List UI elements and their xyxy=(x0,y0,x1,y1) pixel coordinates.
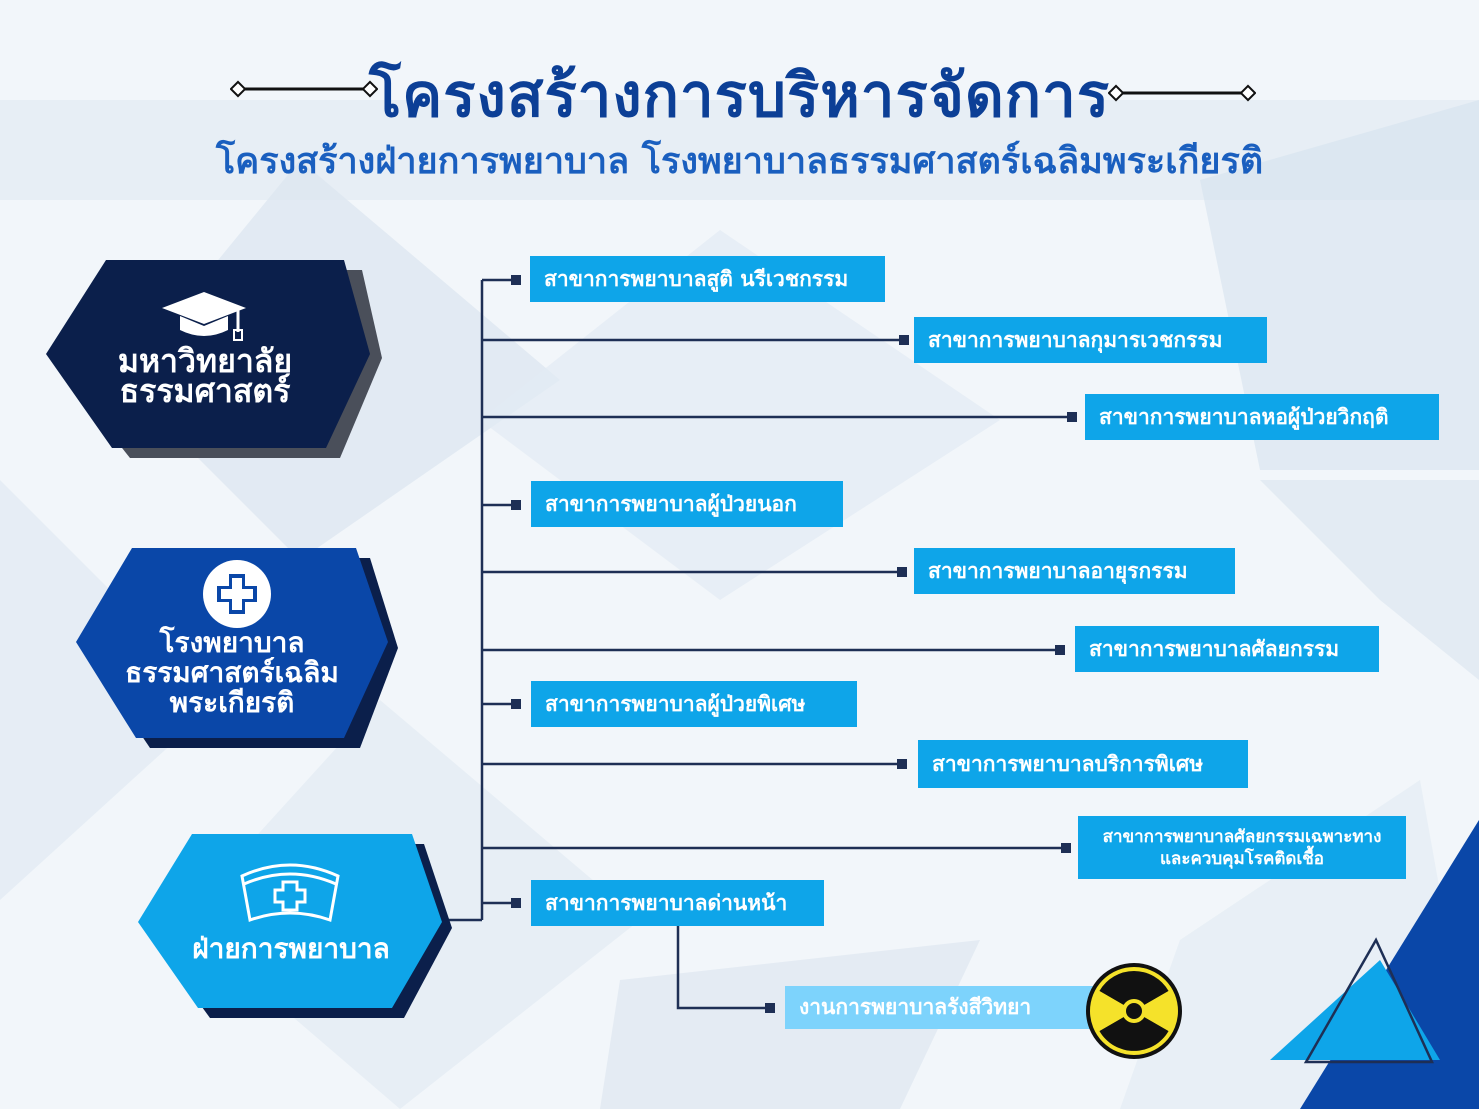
dept-specialized-surgery-line2: และควบคุมโรคติดเชื้อ xyxy=(1159,848,1325,869)
university-label-line2: ธรรมศาสตร์ xyxy=(119,372,291,410)
hospital-hexagon xyxy=(76,548,398,748)
dept-obstetrics-gynecology: สาขาการพยาบาลสูติ นรีเวชกรรม xyxy=(530,256,885,302)
hospital-label-line2: ธรรมศาสตร์เฉลิม xyxy=(125,656,339,689)
dept-specialized-surgery-line1: สาขาการพยาบาลศัลยกรรมเฉพาะทาง xyxy=(1102,826,1382,847)
hospital-label-line1: โรงพยาบาล xyxy=(159,626,305,659)
graduation-cap-icon xyxy=(162,292,246,341)
university-label: มหาวิทยาลัย ธรรมศาสตร์ xyxy=(90,342,320,410)
medical-cross-icon xyxy=(203,560,271,628)
nurse-cap-icon xyxy=(240,863,340,922)
dept-surgery: สาขาการพยาบาลศัลยกรรม xyxy=(1075,626,1379,672)
hospital-label: โรงพยาบาล ธรรมศาสตร์เฉลิม พระเกียรติ xyxy=(104,628,360,718)
left-ornament xyxy=(230,80,378,98)
page-subtitle: โครงสร้างฝ่ายการพยาบาล โรงพยาบาลธรรมศาสต… xyxy=(215,141,1264,182)
right-ornament xyxy=(1108,84,1256,102)
dept-critical-care: สาขาการพยาบาลหอผู้ป่วยวิกฤติ xyxy=(1085,394,1439,440)
page-title: โครงสร้างการบริหารจัดการ xyxy=(368,61,1111,131)
dept-pediatrics: สาขาการพยาบาลกุมารเวชกรรม xyxy=(914,317,1267,363)
dept-internal-medicine: สาขาการพยาบาลอายุรกรรม xyxy=(914,548,1235,594)
dept-specialized-surgery-infection-control: สาขาการพยาบาลศัลยกรรมเฉพาะทาง และควบคุมโ… xyxy=(1078,816,1406,879)
university-hexagon xyxy=(46,260,382,458)
dept-special-services: สาขาการพยาบาลบริการพิเศษ xyxy=(918,740,1248,788)
dept-frontline: สาขาการพยาบาลด่านหน้า xyxy=(531,880,824,926)
nursing-division-hexagon xyxy=(138,834,452,1018)
dept-outpatient: สาขาการพยาบาลผู้ป่วยนอก xyxy=(531,481,843,527)
university-label-line1: มหาวิทยาลัย xyxy=(117,342,293,380)
dept-special-patient: สาขาการพยาบาลผู้ป่วยพิเศษ xyxy=(531,681,857,727)
nursing-division-label: ฝ่ายการพยาบาล xyxy=(192,932,390,965)
hospital-label-line3: พระเกียรติ xyxy=(169,686,295,719)
radiation-icon xyxy=(1086,963,1182,1059)
unit-radiology-nursing: งานการพยาบาลรังสีวิทยา xyxy=(785,986,1095,1029)
